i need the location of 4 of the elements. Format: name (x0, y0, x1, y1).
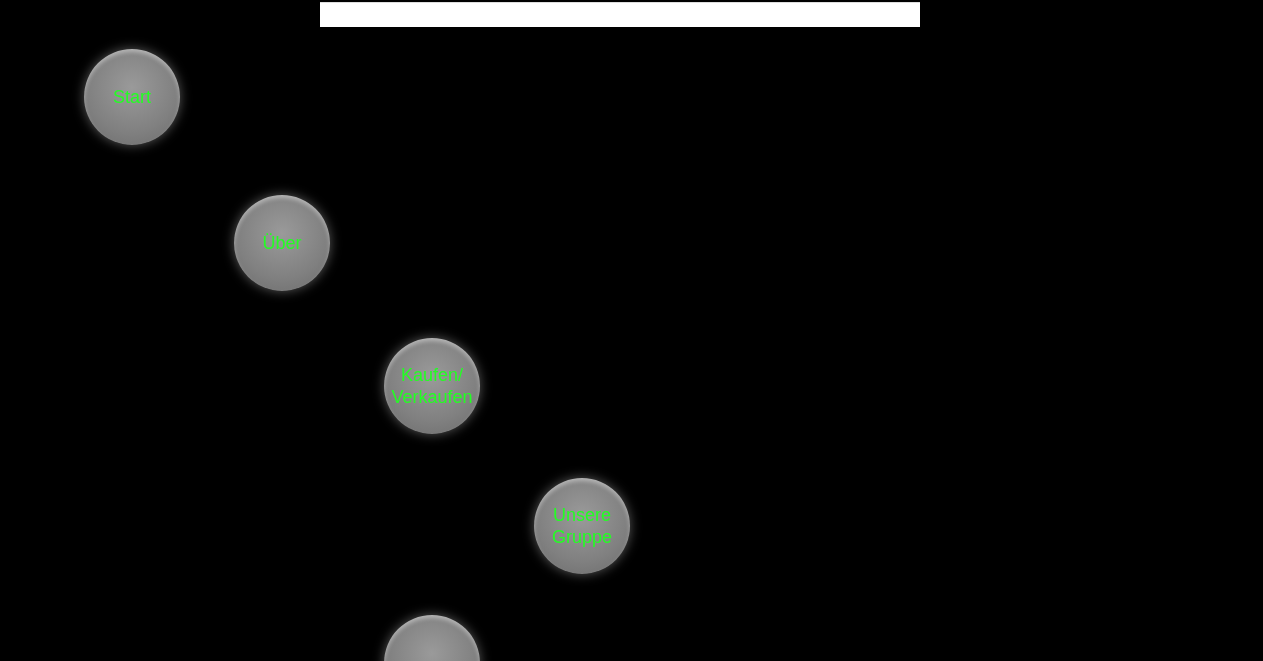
round-menu-button: Unsere Gruppe (534, 478, 630, 574)
round-menu-button: Über (234, 195, 330, 291)
round-menu-button: Start (84, 49, 180, 145)
round-menu-button: Kaufen/ Verkaufen (384, 338, 480, 434)
